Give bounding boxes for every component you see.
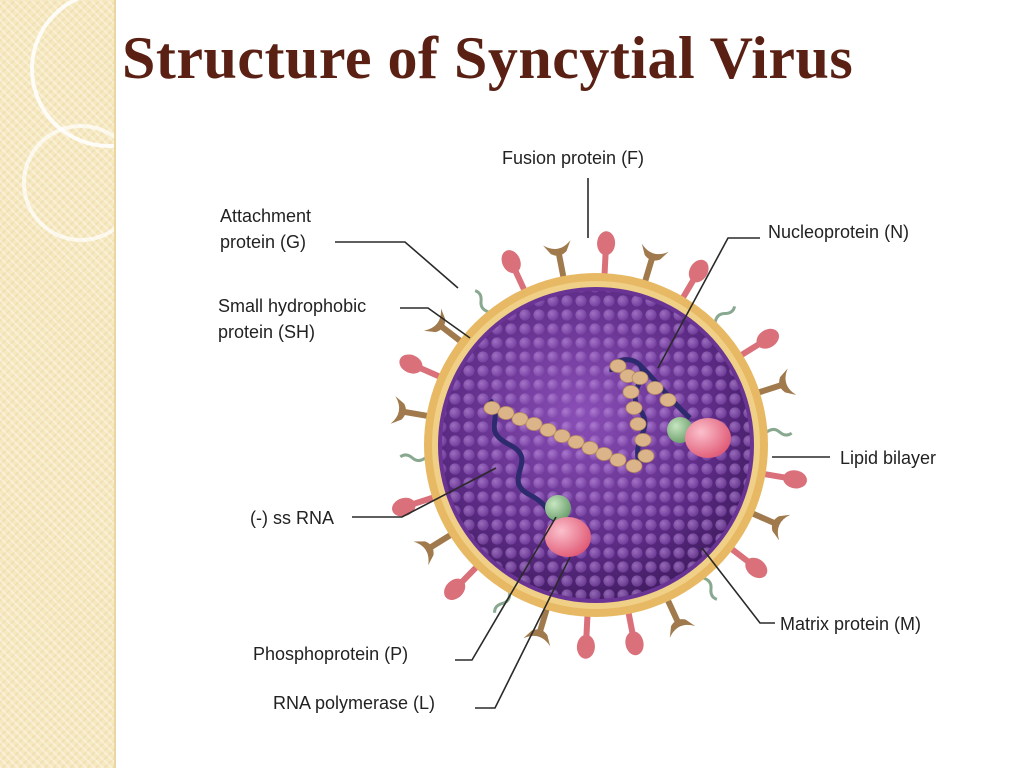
label-ss-rna: (-) ss RNA: [250, 508, 334, 528]
attachment-protein-spike: [641, 243, 669, 284]
label-attachment-line2: protein (G): [220, 232, 306, 252]
label-sh-line1: Small hydrophobic: [218, 296, 366, 316]
nucleoprotein-bead: [539, 423, 557, 437]
nucleoprotein-bead: [646, 381, 664, 395]
leader-line-attachment: [335, 241, 459, 289]
nucleoprotein-bead: [553, 429, 571, 443]
leader-line-sh: [400, 307, 471, 339]
leader-line-polymerase: [475, 556, 571, 709]
attachment-protein-spike: [523, 606, 551, 647]
label-lipid-bilayer: Lipid bilayer: [840, 448, 936, 468]
nucleoprotein-bead: [609, 359, 627, 373]
attachment-protein-spike: [664, 598, 696, 638]
nucleoprotein-bead: [483, 401, 501, 415]
attachment-protein-spike: [750, 510, 791, 541]
nucleoprotein-bead: [581, 441, 599, 455]
label-phosphoprotein: Phosphoprotein (P): [253, 644, 408, 664]
nucleoprotein-bead: [567, 435, 585, 449]
decorative-side-band: [0, 0, 116, 768]
leader-line-matrix: [701, 547, 775, 624]
rna-polymerase-sphere: [685, 418, 731, 458]
small-hydrophobic-protein: [701, 576, 718, 601]
small-hydrophobic-protein: [399, 453, 428, 463]
nucleoprotein-bead: [637, 449, 655, 463]
fusion-protein-spike: [738, 328, 780, 359]
small-hydrophobic-protein: [764, 427, 793, 437]
label-sh-line2: protein (SH): [218, 322, 315, 342]
fusion-protein-spike: [597, 231, 616, 276]
nucleoprotein-bead: [595, 447, 613, 461]
fusion-protein-spike: [679, 259, 709, 301]
nucleoprotein-bead: [609, 453, 627, 467]
small-hydrophobic-protein: [474, 289, 491, 314]
attachment-protein-spike: [424, 308, 463, 344]
attachment-protein-spike: [413, 531, 454, 566]
leader-line-nucleoprotein: [657, 237, 760, 369]
nucleoprotein-bead: [625, 401, 643, 415]
nucleoprotein-bead: [497, 406, 515, 420]
phosphoprotein-sphere: [545, 495, 571, 521]
label-attachment-line1: Attachment: [220, 206, 311, 226]
nucleoprotein-bead: [625, 459, 643, 473]
fusion-protein-spike: [576, 614, 595, 659]
page-title: Structure of Syncytial Virus: [122, 25, 854, 91]
rna-strand: [638, 363, 692, 420]
leader-line-phospho: [455, 516, 557, 661]
fusion-protein-spike: [625, 611, 644, 656]
leader-line-ssrna: [352, 467, 497, 518]
rna-polymerase-sphere: [545, 517, 591, 557]
nucleoprotein-chain: [483, 359, 677, 473]
nucleoprotein-bead: [629, 417, 647, 431]
fusion-protein-spike: [399, 354, 442, 380]
fusion-protein-spike: [444, 564, 480, 600]
label-nucleoprotein: Nucleoprotein (N): [768, 222, 909, 242]
nucleoprotein-bead: [525, 417, 543, 431]
attachment-protein-spike: [756, 368, 797, 396]
label-fusion-protein: Fusion protein (F): [502, 148, 644, 168]
fusion-protein-spike: [729, 546, 768, 579]
nucleoprotein-bead: [631, 371, 649, 385]
nucleoprotein-bead: [634, 433, 652, 447]
fusion-protein-spike: [763, 470, 807, 489]
fusion-protein-spike: [501, 250, 528, 292]
small-hydrophobic-protein: [713, 305, 737, 324]
attachment-protein-spike: [390, 396, 429, 424]
fusion-protein-spike: [392, 494, 436, 517]
nucleoprotein-bead: [659, 393, 677, 407]
label-matrix-protein: Matrix protein (M): [780, 614, 921, 634]
decorative-circle: [22, 124, 114, 242]
leader-lines: [335, 178, 830, 709]
nucleoprotein-bead: [622, 385, 640, 399]
label-rna-polymerase: RNA polymerase (L): [273, 693, 435, 713]
attachment-protein-spike: [543, 240, 571, 279]
surface-proteins: [390, 231, 807, 659]
nucleoprotein-bead: [511, 412, 529, 426]
